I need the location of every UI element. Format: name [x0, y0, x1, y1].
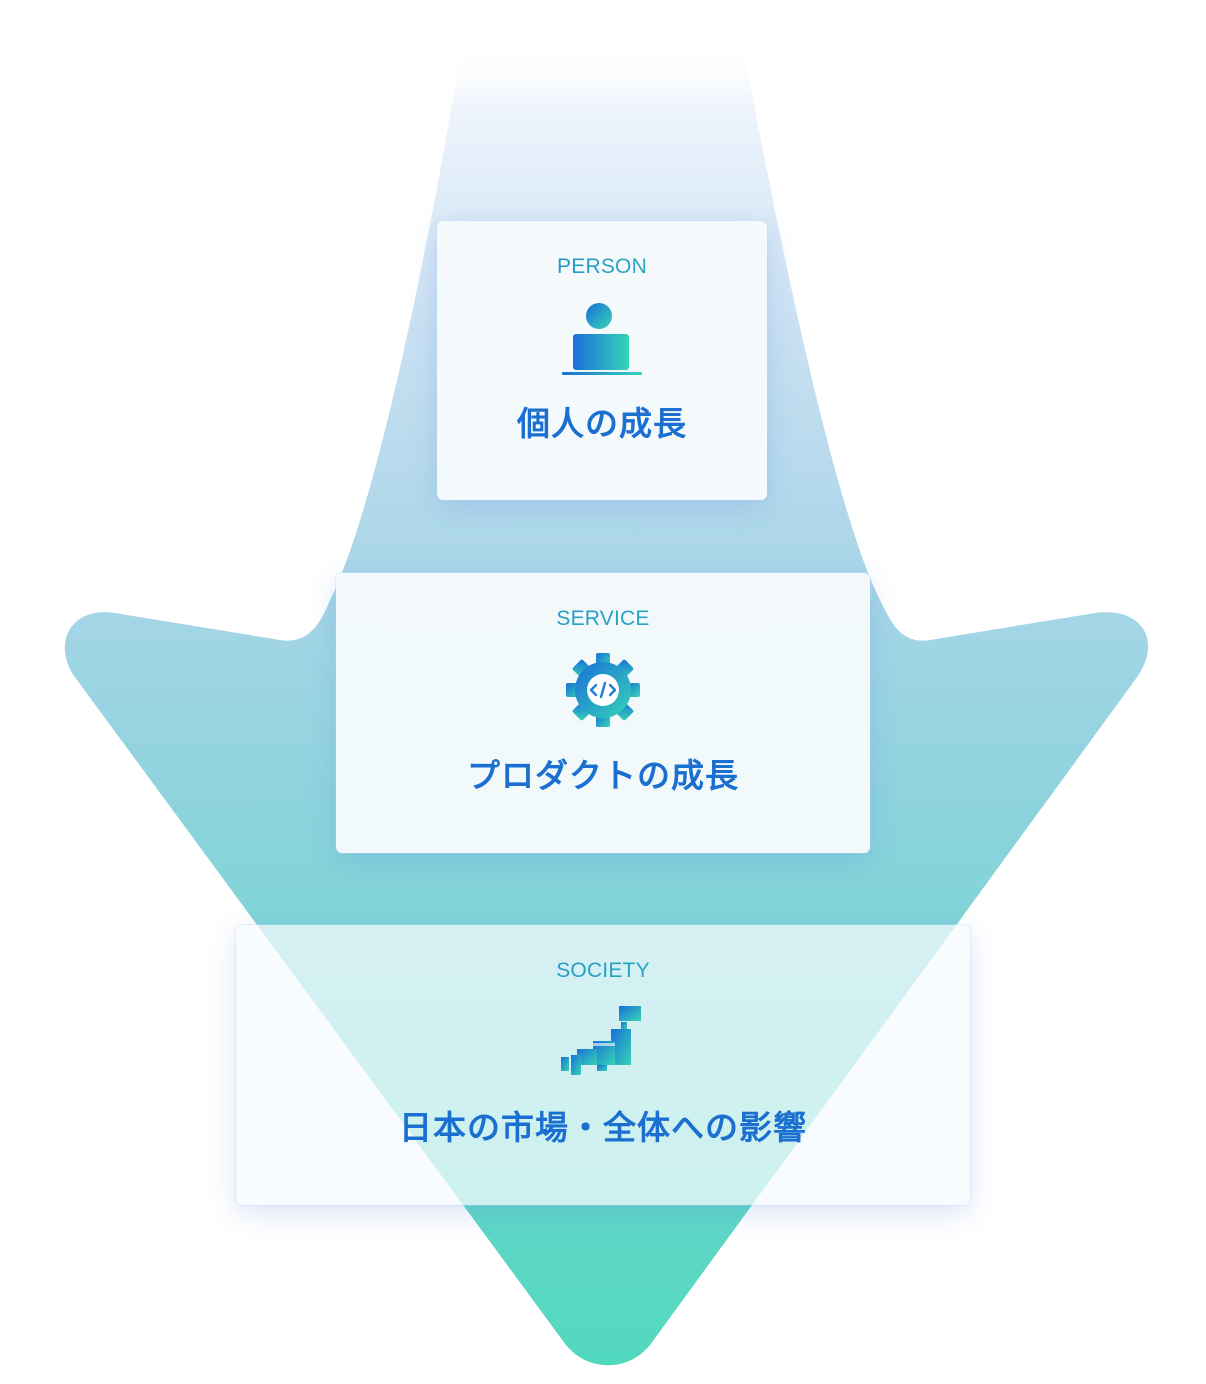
card-title-service: プロダクトの成長: [467, 756, 739, 795]
card-label-person: PERSON: [437, 256, 767, 277]
card-title-person: 個人の成長: [517, 404, 687, 443]
card-label-service: SERVICE: [336, 608, 870, 629]
person-card: PERSON 個人の成長: [437, 221, 767, 500]
person-at-laptop-icon: [562, 303, 642, 375]
code-gear-icon: [566, 653, 640, 727]
society-card: SOCIETY 日本の市場・全体への影響: [236, 925, 970, 1205]
card-title-society: 日本の市場・全体への影響: [399, 1108, 807, 1147]
japan-map-icon: [561, 1006, 641, 1075]
card-label-society: SOCIETY: [236, 960, 970, 981]
service-card: SERVICE プロダクトの成長: [336, 573, 870, 853]
